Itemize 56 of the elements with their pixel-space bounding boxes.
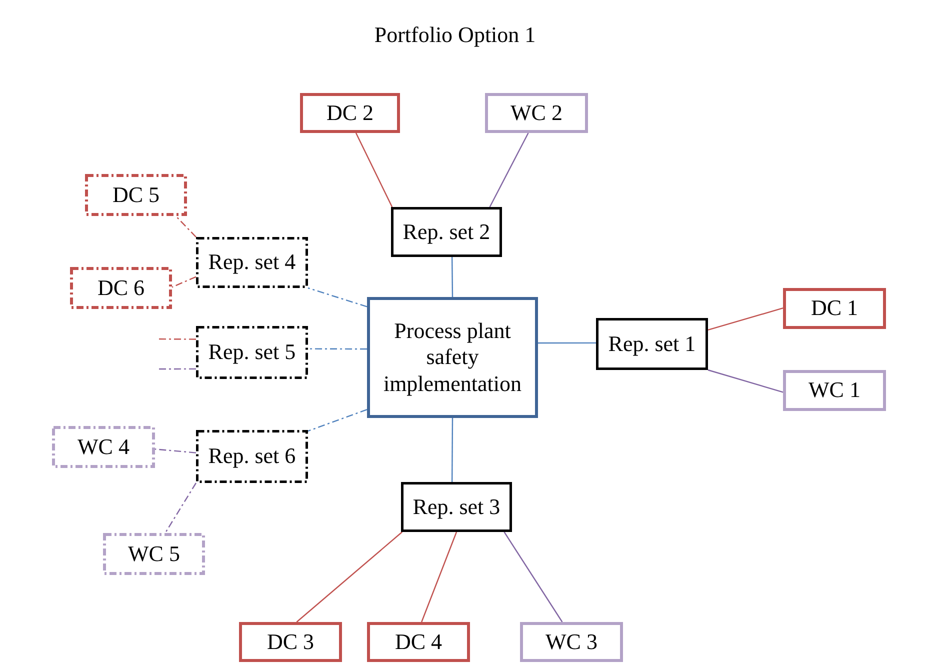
dashed-box	[85, 174, 187, 216]
connector-line	[421, 532, 458, 622]
process-box	[520, 622, 623, 662]
process-box	[367, 622, 470, 662]
connector-line	[708, 308, 784, 331]
connector-line	[451, 257, 454, 297]
connector-line	[489, 132, 529, 208]
box-label: WC 1	[808, 377, 860, 404]
connector-line	[538, 342, 596, 344]
box-label: Rep. set 1	[608, 330, 696, 358]
box-label: Rep. set 4	[208, 249, 296, 276]
process-box	[401, 482, 512, 532]
box-label: DC 2	[326, 100, 374, 126]
box-label: DC 1	[810, 295, 858, 322]
connector-line	[708, 369, 784, 393]
process-box	[596, 318, 708, 370]
dashed-box	[196, 326, 308, 379]
box-label: DC 5	[112, 182, 160, 208]
connector-line	[308, 408, 368, 432]
connector-line	[296, 532, 402, 622]
process-box	[485, 93, 588, 133]
connector-line	[172, 276, 196, 288]
box-label: DC 3	[266, 628, 314, 656]
process-box	[300, 93, 400, 133]
diagram-title: Portfolio Option 1	[373, 22, 537, 48]
dashed-box	[196, 430, 308, 483]
box-label: WC 4	[78, 434, 130, 460]
connector-line	[157, 368, 196, 370]
process-box	[783, 370, 886, 411]
box-label: WC 3	[546, 628, 598, 656]
dashed-box	[103, 533, 205, 575]
box-label: Rep. set 2	[402, 218, 490, 246]
dashed-box	[52, 426, 155, 468]
box-label: Rep. set 3	[412, 494, 500, 520]
connector-line	[164, 482, 197, 534]
connector-line	[451, 418, 454, 482]
connector-line	[175, 216, 196, 238]
dashed-box	[196, 237, 308, 288]
process-box	[391, 207, 502, 257]
connector-line	[154, 448, 196, 454]
connector-line	[157, 338, 196, 340]
box-label: DC 4	[394, 628, 442, 656]
box-label: Process plant safety implementation	[382, 318, 523, 398]
process-box	[239, 622, 342, 662]
connector-line	[504, 532, 563, 622]
process-box	[367, 297, 538, 418]
box-label: Rep. set 5	[208, 339, 296, 366]
connector-line	[308, 348, 367, 350]
connector-line	[308, 287, 368, 308]
connector-line	[355, 132, 393, 208]
box-label: DC 6	[97, 274, 145, 302]
dashed-box	[70, 267, 172, 309]
process-box	[783, 288, 886, 329]
box-label: WC 5	[128, 540, 180, 568]
box-label: Rep. set 6	[208, 443, 296, 470]
box-label: WC 2	[510, 100, 562, 126]
